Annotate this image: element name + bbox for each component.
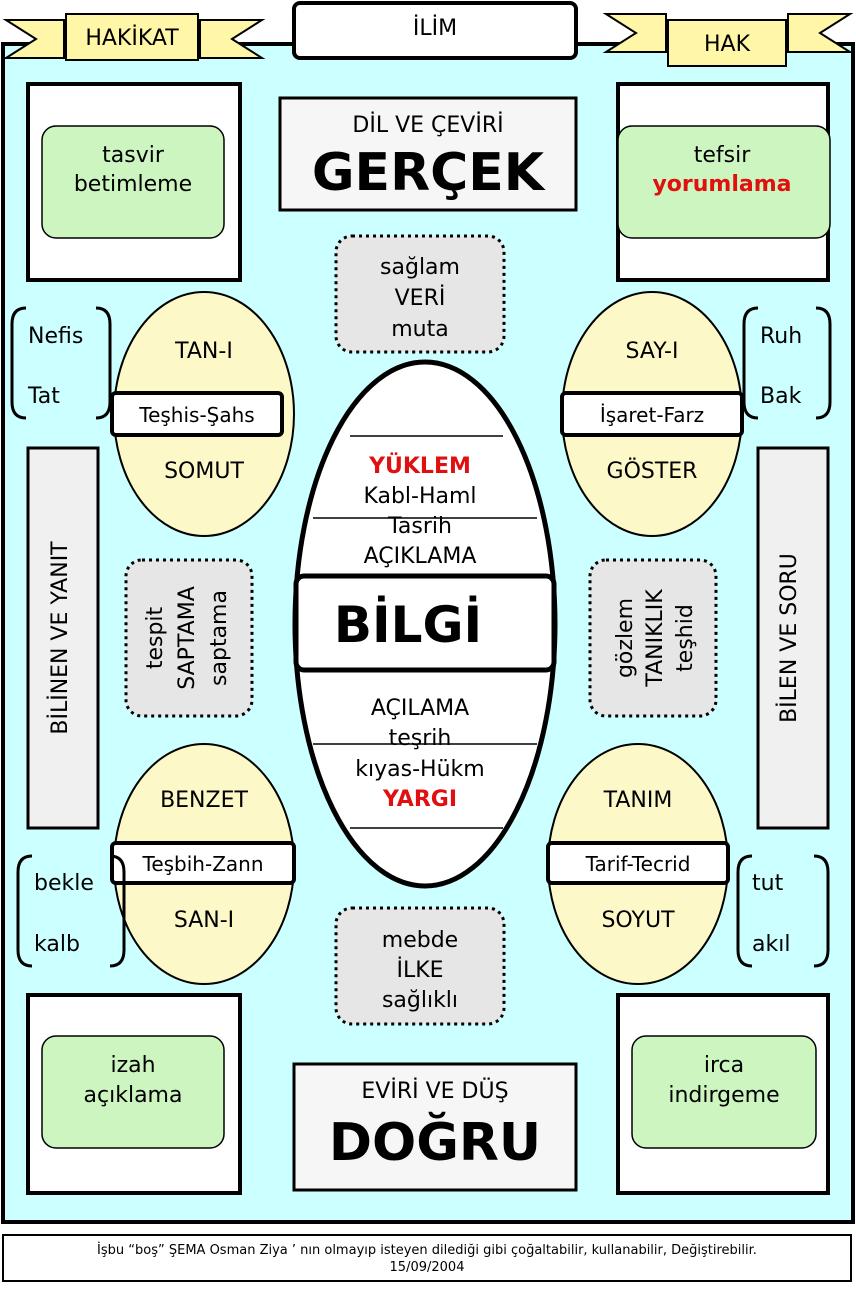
oval-bl-bottom: SAN-I [174, 908, 234, 933]
center-lower-1: AÇILAMA [371, 696, 469, 721]
bracket-bl: bekle kalb [16, 854, 126, 968]
dotted-left-l3: saptama [207, 590, 232, 686]
center-lower-3: kıyas-Hükm [355, 757, 484, 782]
side-bar-left: BİLİNEN VE YANIT [26, 446, 100, 830]
bracket-tl-b: Tat [27, 384, 60, 409]
bracket-tl: Nefis Tat [10, 306, 112, 420]
oval-bl-band: Teşbih-Zann [142, 852, 264, 876]
center-lower-2: teşrih [389, 726, 452, 751]
banner-center-label: İLİM [413, 15, 457, 41]
corner-tr: tefsir yorumlama [616, 82, 831, 282]
oval-tl: TAN-I Teşhis-Şahs SOMUT [110, 291, 295, 537]
bracket-bl-a: bekle [34, 871, 94, 896]
corner-tl: tasvir betimleme [26, 82, 242, 282]
bracket-tr-a: Ruh [760, 324, 802, 349]
bracket-bl-b: kalb [34, 932, 80, 957]
oval-bl-top: BENZET [160, 788, 248, 813]
dotted-left: tespit SAPTAMA saptama [124, 558, 254, 718]
title-gercek: DİL VE ÇEVİRİ GERÇEK [278, 96, 578, 212]
oval-bl: BENZET Teşbih-Zann SAN-I [110, 743, 296, 985]
bracket-br: tut akıl [736, 854, 830, 968]
title-gercek-sub: DİL VE ÇEVİRİ [352, 112, 503, 138]
bracket-tr-b: Bak [760, 384, 802, 409]
dotted-bottom-l3: sağlıklı [382, 988, 458, 1013]
center-upper-1: YÜKLEM [368, 453, 471, 479]
bracket-br-b: akıl [752, 932, 790, 957]
footer-line-2: 15/09/2004 [389, 1260, 465, 1275]
dotted-left-l1: tespit [143, 606, 168, 669]
bracket-tr: Ruh Bak [742, 306, 832, 420]
dotted-right: gözlem TANIKLIK teşhid [588, 558, 718, 718]
oval-tr-band: İşaret-Farz [600, 403, 704, 427]
banner-right: HAK [602, 13, 854, 67]
dotted-right-l1: gözlem [613, 598, 638, 678]
oval-tl-bottom: SOMUT [164, 459, 244, 484]
dotted-top-l3: muta [391, 317, 448, 342]
dotted-top-l1: sağlam [380, 255, 460, 280]
corner-tr-l2: yorumlama [652, 172, 791, 197]
center-upper-4: AÇIKLAMA [364, 544, 477, 569]
dotted-top-l2: VERİ [395, 285, 446, 311]
oval-br-top: TANIM [603, 788, 673, 813]
banner-center: İLİM [292, 1, 578, 60]
bracket-br-a: tut [752, 871, 784, 896]
title-dogru-sub: EVİRİ VE DÜŞ [361, 1078, 508, 1104]
title-gercek-main: GERÇEK [312, 143, 546, 203]
dotted-top: sağlam VERİ muta [334, 234, 506, 354]
corner-br-l2: indirgeme [668, 1083, 779, 1108]
oval-tl-top: TAN-I [174, 339, 233, 364]
footer-line-1: İşbu “boş” ŞEMA Osman Ziya ’ nın olmayıp… [97, 1243, 757, 1258]
center-lower-4: YARGI [382, 787, 457, 812]
corner-bl-l1: izah [110, 1053, 155, 1078]
center-upper-2: Kabl-Haml [363, 484, 476, 509]
footer-note: İşbu “boş” ŞEMA Osman Ziya ’ nın olmayıp… [2, 1234, 852, 1282]
oval-br-band: Tarif-Tecrid [585, 852, 691, 876]
side-bar-right: BİLEN VE SORU [756, 446, 830, 830]
oval-tr: SAY-I İşaret-Farz GÖSTER [560, 291, 744, 537]
oval-tr-top: SAY-I [626, 339, 679, 364]
corner-tl-l2: betimleme [74, 172, 192, 197]
oval-br-bottom: SOYUT [601, 908, 675, 933]
corner-br-l1: irca [704, 1053, 744, 1078]
side-bar-left-label: BİLİNEN VE YANIT [47, 541, 73, 735]
side-bar-right-label: BİLEN VE SORU [776, 553, 802, 723]
corner-bl-l2: açıklama [84, 1083, 183, 1108]
oval-tr-bottom: GÖSTER [607, 458, 698, 484]
dotted-right-l2: TANIKLIK [643, 589, 668, 688]
dotted-left-l2: SAPTAMA [175, 586, 200, 690]
center-main: BİLGİ [334, 596, 482, 654]
corner-br: irca indirgeme [616, 993, 830, 1195]
oval-tl-band: Teşhis-Şahs [138, 403, 254, 427]
center-oval: YÜKLEM Kabl-Haml Tasrih AÇIKLAMA BİLGİ A… [292, 359, 558, 889]
dotted-bottom-l1: mebde [382, 928, 458, 953]
corner-tl-l1: tasvir [102, 143, 165, 168]
banner-left: HAKİKAT [2, 13, 266, 61]
title-dogru-main: DOĞRU [329, 1111, 541, 1173]
center-upper-3: Tasrih [387, 514, 452, 539]
dotted-bottom: mebde İLKE sağlıklı [334, 906, 506, 1026]
banner-left-label: HAKİKAT [85, 25, 179, 51]
dotted-right-l3: teşhid [673, 604, 698, 672]
title-dogru: EVİRİ VE DÜŞ DOĞRU [292, 1062, 578, 1192]
corner-tr-l1: tefsir [694, 143, 751, 168]
banner-right-label: HAK [704, 32, 751, 57]
dotted-bottom-l2: İLKE [396, 957, 443, 983]
bracket-tl-a: Nefis [28, 324, 83, 349]
oval-br: TANIM Tarif-Tecrid SOYUT [546, 743, 730, 985]
corner-bl: izah açıklama [26, 993, 242, 1195]
